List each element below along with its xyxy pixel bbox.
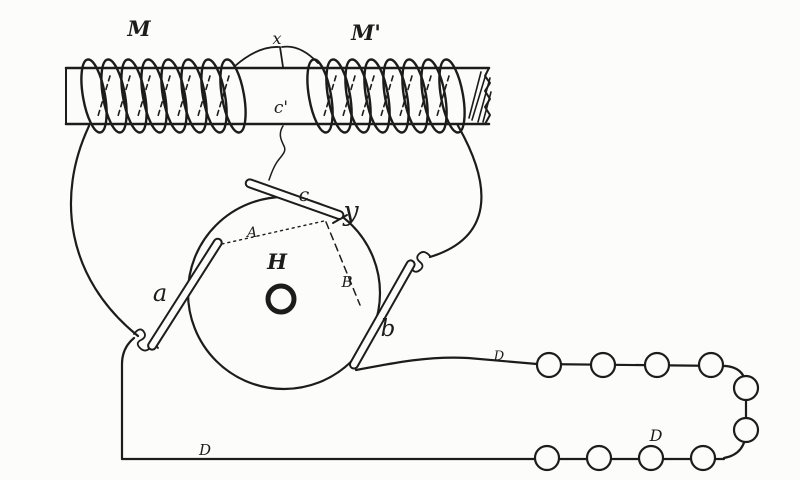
coil-turn xyxy=(363,58,391,134)
label-D-right: D xyxy=(649,426,663,445)
coil-turn xyxy=(140,58,168,134)
dotted-line-A xyxy=(221,220,325,245)
label-coil-left: M xyxy=(126,16,151,41)
contact-bar-a xyxy=(147,237,223,351)
label-x: x xyxy=(272,29,281,48)
label-H: H xyxy=(266,249,288,274)
core-hatching xyxy=(468,71,492,123)
battery-cell xyxy=(589,351,617,379)
label-D-bottom: D xyxy=(198,441,211,459)
coil-turn xyxy=(325,58,353,134)
label-a: a xyxy=(153,279,167,307)
spring-right xyxy=(411,251,431,273)
coil-turn xyxy=(160,58,188,134)
coil-turn xyxy=(180,58,208,134)
battery-cell xyxy=(732,374,760,402)
wire-left-to-x xyxy=(234,46,280,67)
contact-bar-c-body xyxy=(244,178,345,221)
wire-left-side xyxy=(69,124,140,338)
dashed-line-B xyxy=(325,221,361,306)
label-y: y xyxy=(342,196,359,227)
wire-x-drop xyxy=(279,46,284,68)
axle xyxy=(265,283,297,315)
contact-bar-a-body xyxy=(147,237,223,351)
coil-turn xyxy=(200,58,228,134)
coil-turn xyxy=(401,58,429,134)
battery-cell xyxy=(533,444,561,472)
label-A: A xyxy=(245,225,257,241)
coil-turn xyxy=(344,58,372,134)
battery-cell xyxy=(585,444,613,472)
coil-turn xyxy=(80,58,108,134)
coil-turn xyxy=(120,58,148,134)
battery-cell xyxy=(643,351,671,379)
center-lead-wires xyxy=(234,45,319,181)
battery-cell xyxy=(535,351,563,379)
contact-bar-c xyxy=(244,178,345,221)
coil-turn xyxy=(420,58,448,134)
label-D-top: D xyxy=(493,349,505,364)
coil-turn xyxy=(382,58,410,134)
label-c-prime: c' xyxy=(274,98,288,118)
wire-right-to-x xyxy=(281,45,319,64)
battery-cell xyxy=(697,351,725,379)
coil-right-back-turns xyxy=(323,75,450,117)
coil-turn xyxy=(219,58,247,134)
wire-left-riser xyxy=(120,336,136,461)
label-c: c xyxy=(299,184,310,206)
label-B: B xyxy=(340,273,352,291)
coil-turn xyxy=(438,58,466,134)
contact-bar-b-body xyxy=(348,259,416,370)
battery-circuit xyxy=(120,336,760,472)
coil-turn xyxy=(100,58,128,134)
wire-battery-top xyxy=(354,356,728,372)
battery-cell xyxy=(732,416,760,444)
battery-cell xyxy=(689,444,717,472)
coil-left xyxy=(80,58,247,134)
label-coil-right: M' xyxy=(350,20,381,45)
wire-battery-corner xyxy=(722,364,748,460)
label-b: b xyxy=(381,316,396,342)
wire-right-side xyxy=(428,122,483,259)
contact-bar-b xyxy=(348,259,416,370)
battery-cell xyxy=(637,444,665,472)
wire-cprime-to-c xyxy=(268,125,286,181)
